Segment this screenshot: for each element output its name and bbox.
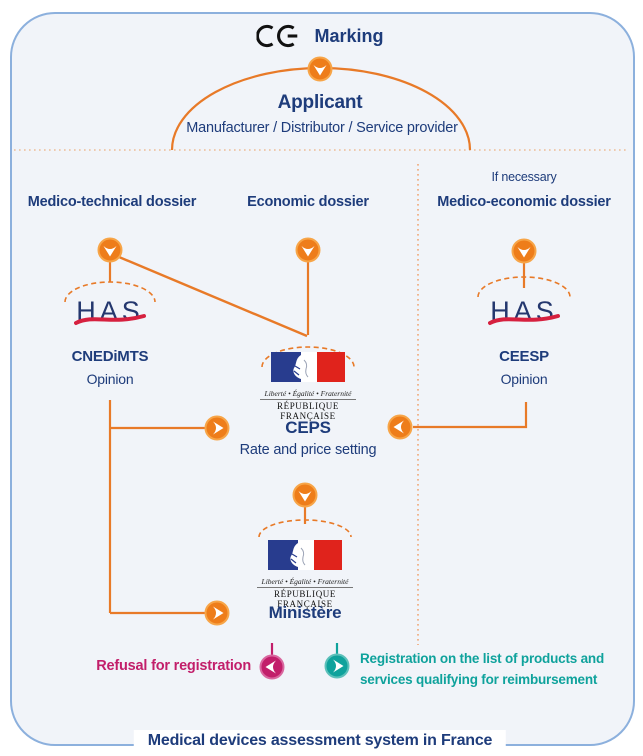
rf-name: RÉPUBLIQUE FRANÇAISE (260, 399, 356, 421)
registration-label: Registration on the list of products and… (360, 648, 604, 690)
applicant-title: Applicant (277, 92, 363, 113)
applicant-subtitle: Manufacturer / Distributor / Service pro… (186, 120, 458, 136)
chevron-down-icon (292, 482, 318, 508)
chevron-down-icon (511, 238, 537, 264)
rf-motto: Liberté • Égalité • Fraternité (261, 577, 349, 586)
ceps-name: CEPS (285, 418, 331, 437)
chevron-down-icon (295, 237, 321, 263)
column-label-medico-economic: Medico-economic dossier (437, 194, 611, 210)
dashed-arc-has-right (477, 276, 571, 298)
ceesp-opinion: Opinion (500, 371, 548, 387)
chevron-down-icon (307, 56, 333, 82)
if-necessary-note: If necessary (491, 170, 557, 184)
diagonal-medico-technical-to-ceps (118, 255, 308, 338)
ce-marking-block: Marking (256, 24, 384, 48)
footer-title: Medical devices assessment system in Fra… (133, 730, 507, 752)
ceps-subtitle: Rate and price setting (239, 442, 377, 458)
registration-line1: Registration on the list of products and (360, 651, 605, 666)
chevron-down-icon (97, 237, 123, 263)
has-red-swoosh-icon (488, 314, 560, 325)
french-flag-icon (268, 540, 342, 570)
marking-label: Marking (314, 25, 384, 46)
column-label-economic: Economic dossier (247, 194, 369, 210)
republique-francaise-logo-ministere: Liberté • Égalité • Fraternité RÉPUBLIQU… (245, 540, 365, 609)
dashed-arc-rf-ceps (261, 346, 355, 368)
chevron-right-icon (204, 415, 230, 441)
chevron-right-registration-icon (324, 653, 350, 679)
rf-name: RÉPUBLIQUE FRANÇAISE (257, 587, 353, 609)
chevron-left-icon (387, 414, 413, 440)
has-logo-left: HAS (60, 296, 160, 326)
refusal-label: Refusal for registration (96, 658, 251, 674)
cnedimts-name: CNEDiMTS (71, 348, 149, 365)
ceesp-name: CEESP (499, 348, 549, 365)
chevron-right-icon (204, 600, 230, 626)
dashed-arc-rf-ministere (258, 519, 352, 538)
has-logo-right: HAS (474, 296, 574, 326)
chevron-left-refusal-icon (259, 654, 285, 680)
republique-francaise-logo-ceps: Liberté • Égalité • Fraternité RÉPUBLIQU… (248, 352, 368, 421)
cnedimts-opinion: Opinion (86, 371, 134, 387)
registration-line2: services qualifying for reimbursement (360, 672, 598, 687)
rf-motto: Liberté • Égalité • Fraternité (264, 389, 352, 398)
has-red-swoosh-icon (74, 314, 146, 325)
column-label-medico-technical: Medico-technical dossier (27, 194, 197, 210)
dashed-arc-has-left (64, 281, 156, 303)
ce-mark-icon (256, 24, 298, 48)
ministere-name: Ministère (268, 603, 342, 622)
ceesp-elbow-to-ceps (413, 402, 528, 429)
french-flag-icon (271, 352, 345, 382)
